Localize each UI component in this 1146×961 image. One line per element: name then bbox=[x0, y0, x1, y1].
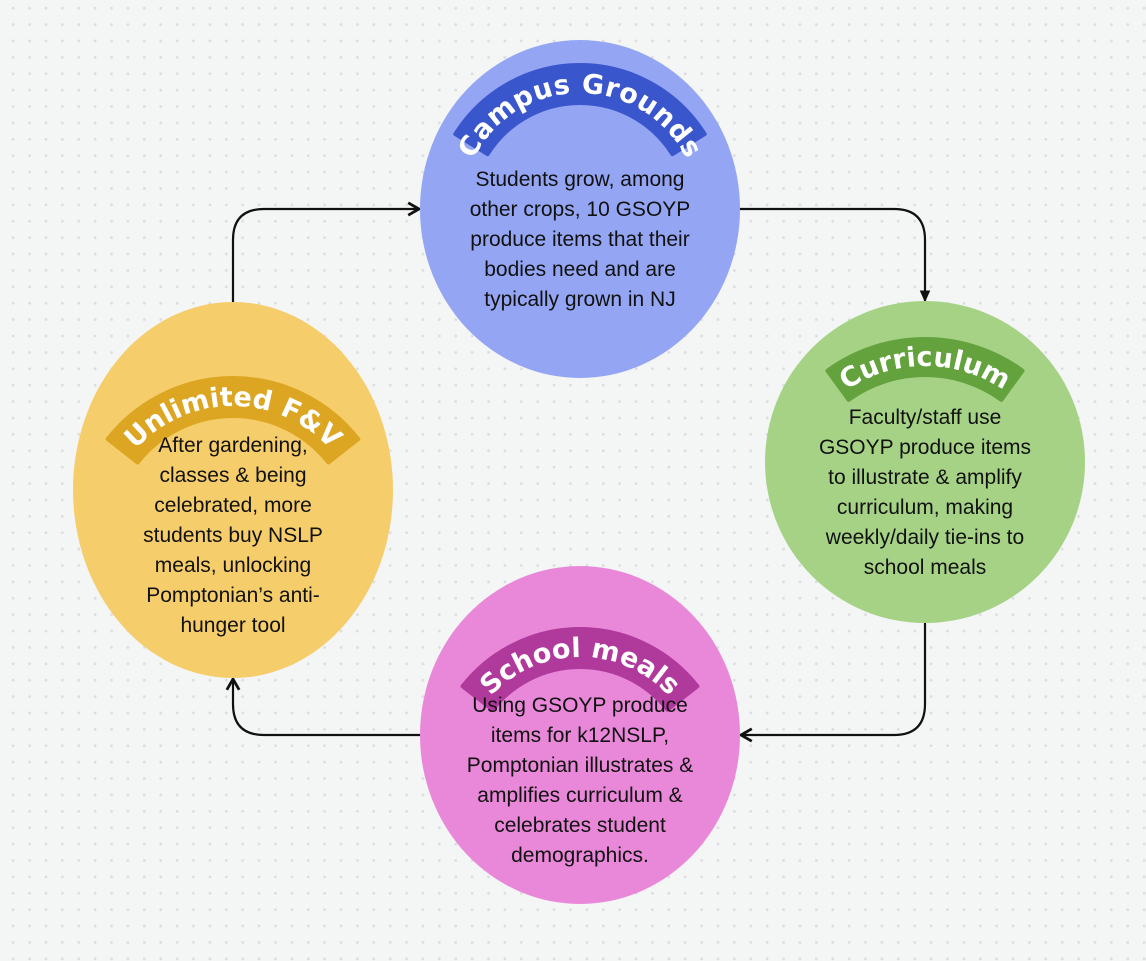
node-campus-grounds: Campus Grounds bbox=[420, 40, 740, 378]
unlimited-fv-circle bbox=[73, 302, 393, 678]
connectors bbox=[225, 201, 931, 743]
unlimited-fv-banner bbox=[105, 376, 361, 465]
edge-curriculum-to-school-meals bbox=[738, 623, 927, 743]
curriculum-description: Faculty/staff use GSOYP produce items to… bbox=[818, 406, 1032, 579]
campus-grounds-description: Students grow, among other crops, 10 GSO… bbox=[469, 168, 691, 311]
node-school-meals: School meals bbox=[420, 566, 740, 904]
school-meals-description: Using GSOYP produce items for k12NSLP, P… bbox=[466, 694, 694, 867]
edge-school-meals-to-unlimited bbox=[225, 676, 420, 737]
campus-grounds-banner bbox=[453, 63, 707, 157]
unlimited-fv-description: After gardening, classes & being celebra… bbox=[143, 434, 323, 637]
edge-unlimited-to-campus bbox=[231, 201, 422, 303]
school-meals-banner bbox=[460, 627, 700, 712]
curriculum-banner bbox=[825, 337, 1025, 402]
node-curriculum: Curriculum bbox=[765, 301, 1085, 623]
node-unlimited-fv: Unlimited F&V bbox=[73, 302, 393, 678]
edge-campus-to-curriculum bbox=[740, 207, 931, 303]
